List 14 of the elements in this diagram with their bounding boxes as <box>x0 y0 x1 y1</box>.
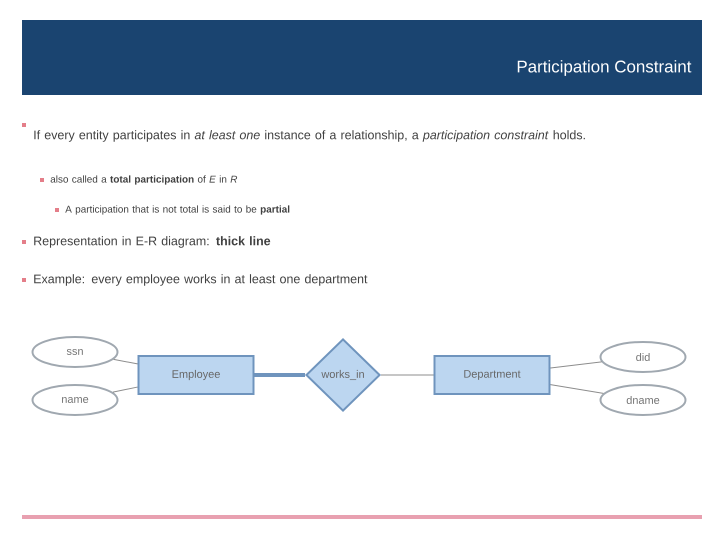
bullet-text: Representation in E-R diagram: thick line <box>34 236 270 248</box>
connector-line <box>113 358 138 364</box>
connector-line <box>550 384 604 394</box>
connector-line <box>550 361 602 369</box>
connector-line <box>254 373 305 377</box>
bullet-text: A participation that is not total is said to be partial <box>65 205 290 215</box>
bullet-text: also called a total participation of E in R <box>50 175 238 185</box>
entity-box: Employee <box>138 355 254 395</box>
connector-line <box>112 386 138 393</box>
entity-box: Department <box>434 355 550 395</box>
bullet-text: If every entity participates in at least one instance of a relationship, a participation constraint holds. <box>34 130 585 142</box>
bullet-text: Example: every employee works in at least one department <box>34 274 368 286</box>
slide-title: Participation Constraint <box>518 60 692 76</box>
connector-line <box>380 374 434 376</box>
